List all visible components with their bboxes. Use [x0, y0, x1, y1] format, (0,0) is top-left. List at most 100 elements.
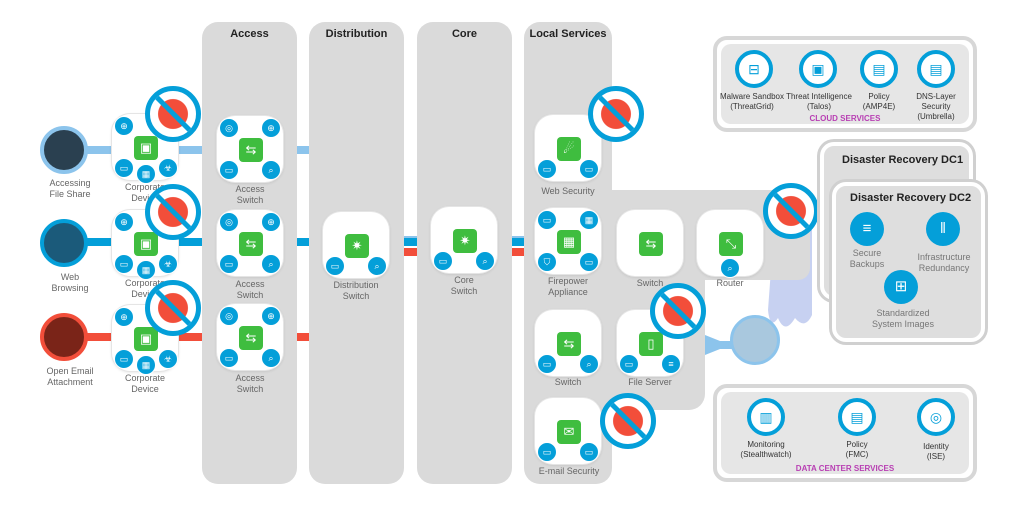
column-title: Local Services: [529, 28, 607, 40]
fingerprint-icon: ◎: [219, 212, 239, 232]
router[interactable]: ⤡ ⌕: [697, 210, 763, 278]
fingerprint-icon: ◎: [917, 398, 955, 436]
column-title: Core: [451, 28, 478, 40]
sandbox-icon: ⊟: [735, 50, 773, 88]
switch-icon: ⇆: [239, 326, 263, 350]
phone-icon: ▭: [579, 252, 599, 272]
column-title: Access: [230, 28, 269, 40]
file-server-label: File Server: [628, 377, 672, 387]
distribution-switch[interactable]: ✷ ▭ ⌕: [323, 212, 389, 278]
cloud-service-label: Threat Intelligence(Talos): [786, 92, 852, 111]
search-icon: ⌕: [475, 251, 495, 271]
globe-icon: ⊕: [114, 212, 134, 232]
phone-icon: ▭: [433, 251, 453, 271]
local-switch[interactable]: ⇆ ▭ ⌕: [535, 310, 601, 376]
redundancy-icon: ‖: [926, 212, 960, 246]
cloud-service-label: Policy(AMP4E): [862, 92, 896, 111]
switch-icon: ⇆: [557, 332, 581, 356]
corporate-device-3[interactable]: ▣ ⊕ ▭ ▦ ☣: [112, 305, 178, 375]
threat-intelligence-icon: ▣: [799, 50, 837, 88]
globe-icon: ⊕: [114, 307, 134, 327]
user-laptop-icon: ▣: [134, 136, 158, 160]
access-switch-3[interactable]: ⇆ ◎ ⊕ ▭ ⌕: [217, 304, 283, 370]
firewall-icon: ▦: [136, 355, 156, 375]
search-icon: ⌕: [261, 254, 281, 274]
blocked-malware-icon: [763, 183, 819, 239]
access-switch-2[interactable]: ⇆ ◎ ⊕ ▭ ⌕: [217, 210, 283, 276]
firepower-appliance[interactable]: ▦ ▭ ▦ ⛉ ▭: [535, 208, 601, 274]
blocked-malware-icon: [600, 393, 656, 449]
search-icon: ⌕: [367, 256, 387, 276]
firewall-icon: ▦: [136, 260, 156, 280]
dc2-title: Disaster Recovery DC2: [850, 192, 972, 204]
biohazard-icon: ☣: [158, 254, 178, 274]
browser-icon: ▭: [537, 210, 557, 230]
corporate-device-2[interactable]: ▣ ⊕ ▭ ▦ ☣: [112, 210, 178, 280]
search-icon: ⌕: [720, 258, 740, 278]
monitoring-icon: ▥: [747, 398, 785, 436]
cloud-service-label: DNS-Layer Security(Umbrella): [916, 92, 956, 121]
file-server[interactable]: ▯ ▭ ≡: [617, 310, 683, 376]
search-icon: ⌕: [261, 348, 281, 368]
laptop-shield-icon: ▭: [114, 158, 134, 178]
browser-icon: ▭: [619, 354, 639, 374]
phone-icon: ▭: [219, 348, 239, 368]
clipboard-icon: ▤: [838, 398, 876, 436]
cloud-services-panel: ⊟ Malware Sandbox(ThreatGrid) ▣ Threat I…: [713, 36, 977, 132]
browser-icon: ▭: [579, 442, 599, 462]
server-icon: ▯: [639, 332, 663, 356]
laptop-shield-icon: ▭: [114, 349, 134, 369]
email-icon: ✉: [557, 420, 581, 444]
globe-icon: ⊕: [114, 116, 134, 136]
firewall-badge-icon: ▦: [579, 210, 599, 230]
blocked-malware-icon: [145, 280, 201, 336]
network-icon: ⊕: [261, 212, 281, 232]
firewall-icon: ▦: [136, 164, 156, 184]
user-open-email[interactable]: [40, 313, 88, 361]
blocked-malware-icon: [588, 86, 644, 142]
file-share-destination: [730, 315, 780, 365]
search-icon: ⌕: [261, 160, 281, 180]
browser-icon: ▭: [579, 159, 599, 179]
service-switch[interactable]: ⇆: [617, 210, 683, 276]
laptop-shield-icon: ▭: [114, 254, 134, 274]
user-web-browsing[interactable]: [40, 219, 88, 267]
biohazard-icon: ☣: [158, 158, 178, 178]
blocked-malware-icon: [650, 283, 706, 339]
web-security-icon: ☄: [557, 137, 581, 161]
web-security-label: Web Security: [541, 186, 595, 196]
clipboard-icon: ▤: [917, 50, 955, 88]
router-icon: ⤡: [719, 232, 743, 256]
user-accessing-file-share[interactable]: [40, 126, 88, 174]
column-title: Distribution: [325, 28, 388, 40]
data-center-services-footer: DATA CENTER SERVICES: [795, 464, 895, 473]
database-icon: ≡: [661, 354, 681, 374]
email-security[interactable]: ✉ ▭ ▭: [535, 398, 601, 464]
fingerprint-icon: ◎: [219, 118, 239, 138]
switch-icon: ⇆: [239, 138, 263, 162]
core-switch-icon: ✷: [453, 229, 477, 253]
phone-icon: ▭: [537, 354, 557, 374]
blocked-malware-icon: [145, 184, 201, 240]
network-icon: ⊕: [261, 306, 281, 326]
fingerprint-icon: ◎: [219, 306, 239, 326]
access-switch-1[interactable]: ⇆ ◎ ⊕ ▭ ⌕: [217, 116, 283, 182]
clipboard-icon: ▤: [860, 50, 898, 88]
cloud-services-footer: CLOUD SERVICES: [809, 114, 881, 123]
local-switch-label: Switch: [554, 377, 582, 387]
core-switch[interactable]: ✷ ▭ ⌕: [431, 207, 497, 273]
phone-icon: ▭: [219, 254, 239, 274]
dc1-title: Disaster Recovery DC1: [842, 154, 964, 166]
secure-backups-icon: ≡: [850, 212, 884, 246]
